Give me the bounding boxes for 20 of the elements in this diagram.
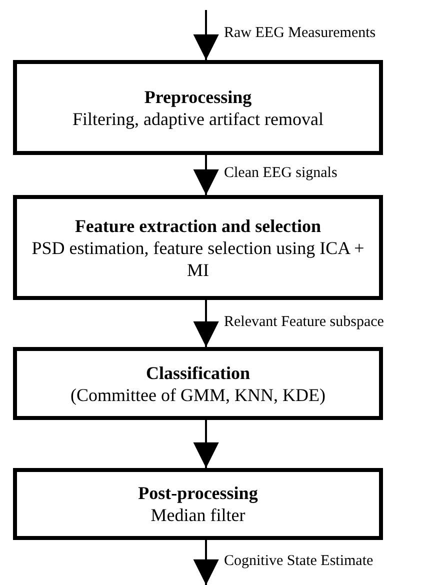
box-description: (Committee of GMM, KNN, KDE): [70, 384, 326, 406]
box-description: Filtering, adaptive artifact removal: [72, 108, 324, 130]
box-description: Median filter: [150, 504, 246, 526]
process-box: [13, 468, 383, 540]
arrow: [193, 540, 219, 585]
box-title: Preprocessing: [144, 86, 252, 108]
arrow: [193, 155, 219, 195]
arrow: [193, 300, 219, 347]
process-box: [13, 60, 383, 155]
arrow: [193, 10, 219, 60]
edge-label: Relevant Feature subspace: [222, 314, 386, 330]
box-title: Feature extraction and selection: [74, 214, 322, 236]
box-title: Post-processing: [138, 482, 258, 504]
edge-label: Clean EEG signals: [222, 165, 340, 182]
edge-label: Cognitive State Estimate: [222, 552, 376, 570]
process-box: [13, 347, 383, 420]
arrow: [193, 420, 219, 468]
box-title: Classification: [146, 362, 250, 384]
box-description: PSD estimation, feature selection using ICA + MI: [30, 236, 366, 280]
process-box: [13, 195, 383, 300]
